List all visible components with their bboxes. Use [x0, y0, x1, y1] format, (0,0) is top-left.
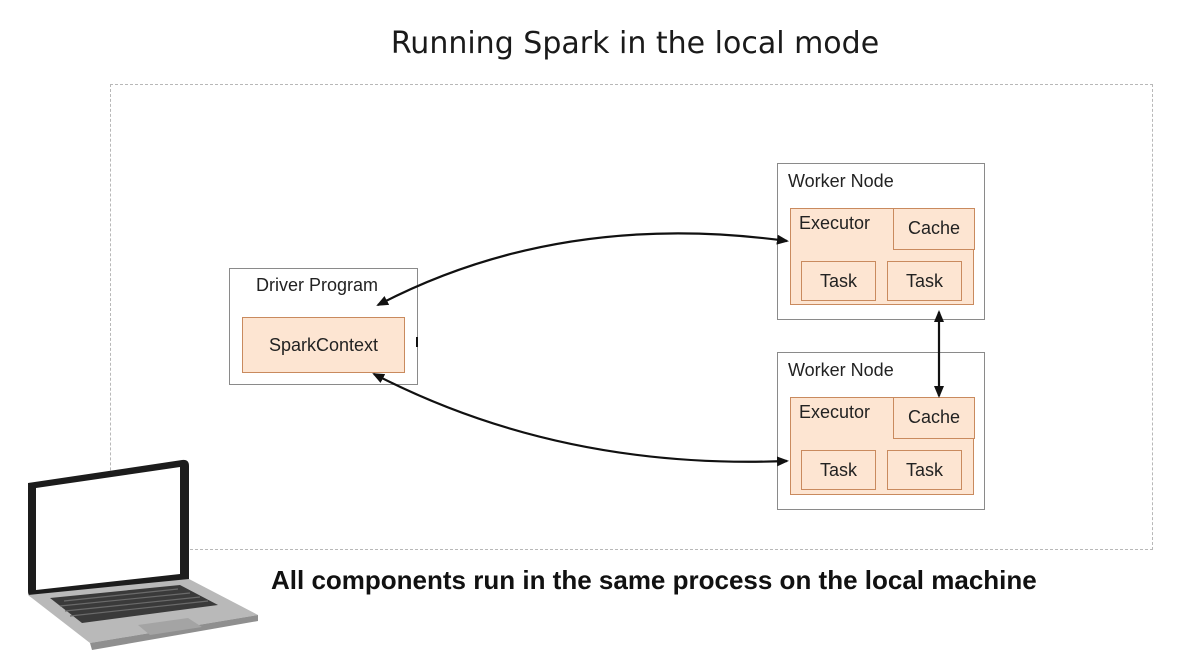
- worker-node-2: Worker Node Executor Cache Task Task: [777, 352, 985, 510]
- worker-node-2-label: Worker Node: [788, 360, 894, 380]
- executor-2-label: Executor: [799, 402, 871, 422]
- executor-1-label: Executor: [799, 213, 871, 233]
- worker-node-1: Worker Node Executor Cache Task Task: [777, 163, 985, 320]
- worker-node-1-label: Worker Node: [788, 171, 894, 191]
- executor-1-box: Executor Cache Task Task: [790, 207, 975, 305]
- task-2a-box: Task: [801, 450, 876, 490]
- caption: All components run in the same process o…: [271, 565, 1037, 595]
- arrow-driver-worker1: [376, 232, 789, 306]
- spark-context-box: SparkContext: [242, 317, 405, 373]
- task-1a-box: Task: [801, 261, 876, 301]
- task-2b-box: Task: [887, 450, 962, 490]
- driver-program-label: Driver Program: [256, 275, 379, 295]
- local-machine-frame: [110, 84, 1153, 550]
- cache-2-box: Cache: [893, 396, 975, 439]
- task-1b-box: Task: [887, 261, 962, 301]
- diagram-title: Running Spark in the local mode: [390, 26, 880, 61]
- arrow-driver-worker2: [372, 373, 789, 467]
- cache-1-box: Cache: [893, 207, 975, 250]
- laptop-icon: [28, 459, 258, 650]
- executor-2-box: Executor Cache Task Task: [790, 396, 975, 495]
